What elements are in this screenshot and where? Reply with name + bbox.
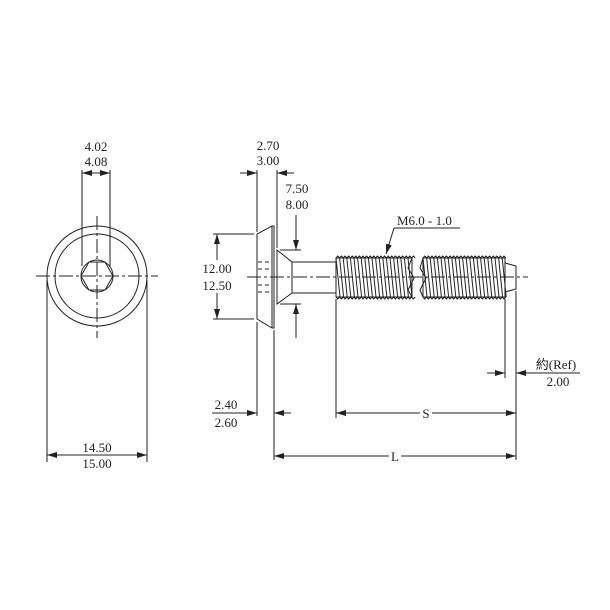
flange-thickness-max: 2.60 xyxy=(215,415,238,430)
head-height-min: 2.70 xyxy=(257,138,280,153)
head-height-max: 3.00 xyxy=(257,153,280,168)
flange-max: 12.50 xyxy=(202,278,231,293)
tip-ref-value: 2.00 xyxy=(547,374,570,389)
tip-ref-label: 約(Ref) xyxy=(536,357,576,372)
countersink-min: 7.50 xyxy=(286,181,309,196)
thread-tip-chamfer xyxy=(504,262,517,293)
hex-socket-icon xyxy=(80,261,114,291)
thread-leader xyxy=(385,227,395,255)
l-label: L xyxy=(391,449,399,464)
flange-min: 12.00 xyxy=(202,261,231,276)
side-view: 2.70 3.00 7.50 8.00 12.00 12.50 2.40 2.6… xyxy=(202,138,580,464)
break-lines xyxy=(407,257,427,298)
head-diameter-max: 15.00 xyxy=(82,456,111,471)
socket-min: 4.02 xyxy=(85,139,108,154)
socket-max: 4.08 xyxy=(85,154,108,169)
front-view: 4.02 4.08 14.50 15.00 xyxy=(36,139,158,471)
countersink-max: 8.00 xyxy=(286,197,309,212)
flange-thickness-min: 2.40 xyxy=(215,397,238,412)
thread-spec: M6.0 - 1.0 xyxy=(397,213,452,228)
s-label: S xyxy=(422,406,429,421)
head-diameter-min: 14.50 xyxy=(82,440,111,455)
shank xyxy=(292,261,336,294)
